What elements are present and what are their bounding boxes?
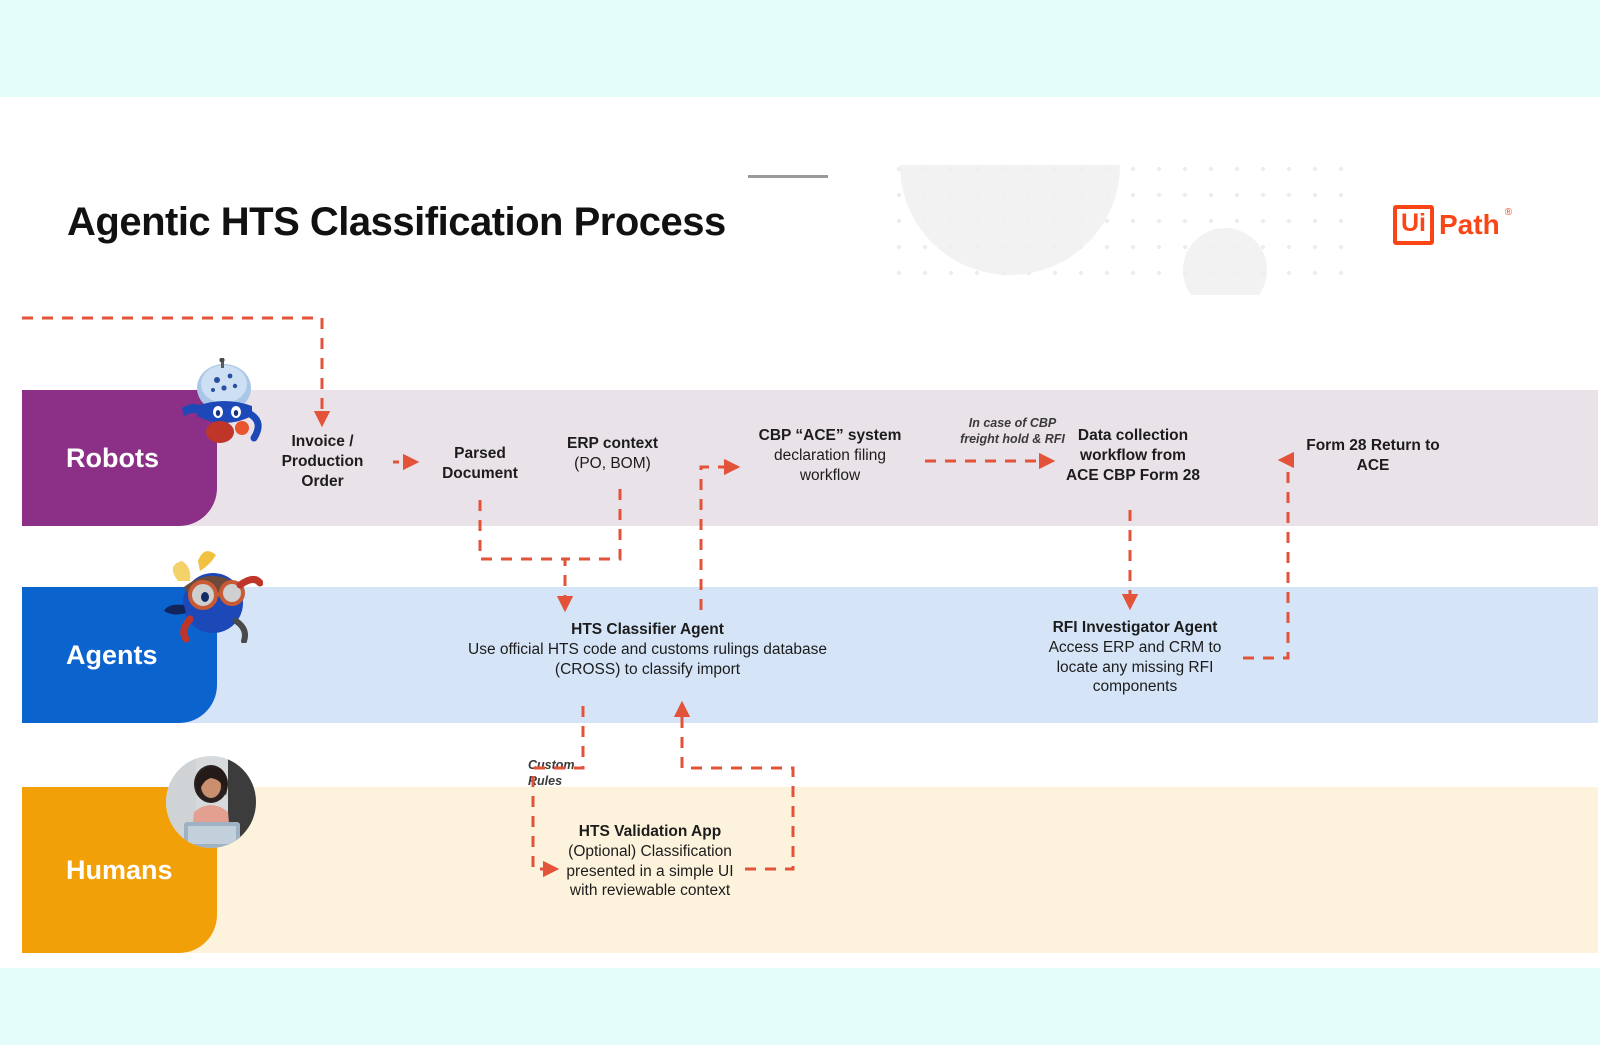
annotation-custom-rules: Custom Rules bbox=[528, 758, 598, 789]
annotation-custom-line2: Rules bbox=[528, 773, 563, 788]
logo-wordmark: Path bbox=[1439, 209, 1500, 240]
node-invoice-line1: Invoice / bbox=[291, 433, 354, 450]
node-parsed-line1: Parsed bbox=[454, 445, 506, 462]
node-rfi-title: RFI Investigator Agent bbox=[1052, 619, 1218, 636]
node-invoice-line2: Production bbox=[281, 452, 364, 470]
node-invoice-production-order: Invoice / Production Order bbox=[245, 432, 400, 491]
node-hts-classifier-title: HTS Classifier Agent bbox=[571, 621, 724, 638]
node-form28-line1: Form 28 Return to bbox=[1306, 437, 1440, 454]
logo-registered-mark: ® bbox=[1504, 207, 1513, 218]
annotation-cbp-freight-hold: In case of CBP freight hold & RFI bbox=[925, 416, 1100, 447]
node-hts-classifier-line2: (CROSS) to classify import bbox=[554, 660, 741, 678]
node-datacoll-line3: ACE CBP Form 28 bbox=[1065, 466, 1201, 484]
agent-mascot-icon bbox=[164, 551, 263, 643]
node-erp-line2: (PO, BOM) bbox=[574, 454, 651, 472]
node-datacoll-line1: Data collection bbox=[1077, 427, 1189, 444]
node-hts-classifier-agent: HTS Classifier Agent Use official HTS co… bbox=[440, 620, 855, 679]
node-cbp-ace-system: CBP “ACE” system declaration filing work… bbox=[735, 426, 925, 485]
node-parsed-line2: Document bbox=[442, 464, 518, 482]
human-avatar-photo bbox=[166, 756, 256, 848]
node-datacoll-line2: workflow from bbox=[1080, 446, 1186, 464]
annotation-custom-line1: Custom bbox=[528, 758, 575, 772]
bottom-accent-band bbox=[0, 968, 1600, 1045]
annotation-cbp-line2: freight hold & RFI bbox=[960, 431, 1065, 446]
node-validation-title: HTS Validation App bbox=[578, 823, 722, 840]
node-erp-line1: ERP context bbox=[566, 435, 659, 452]
node-parsed-document: Parsed Document bbox=[405, 444, 555, 484]
logo-mark: Ui bbox=[1393, 205, 1434, 245]
uipath-logo: Ui Path ® bbox=[1393, 205, 1512, 245]
node-form28-return-to-ace: Form 28 Return to ACE bbox=[1292, 436, 1454, 476]
node-rfi-line1: Access ERP and CRM to bbox=[1048, 638, 1222, 656]
node-hts-classifier-line1: Use official HTS code and customs ruling… bbox=[468, 640, 827, 658]
node-data-collection-workflow: Data collection workflow from ACE CBP Fo… bbox=[1043, 426, 1223, 485]
node-rfi-line3: components bbox=[1092, 678, 1178, 696]
node-rfi-investigator-agent: RFI Investigator Agent Access ERP and CR… bbox=[1035, 618, 1235, 697]
node-validation-line3: with reviewable context bbox=[569, 882, 731, 900]
title-divider-rule bbox=[748, 175, 828, 178]
node-hts-validation-app: HTS Validation App (Optional) Classifica… bbox=[560, 822, 740, 901]
node-ace-line2: declaration filing bbox=[773, 446, 886, 464]
lane-agents-band bbox=[22, 587, 1598, 723]
dotted-decoration-graphic bbox=[895, 165, 1365, 295]
node-form28-line2: ACE bbox=[1356, 456, 1390, 474]
lane-agents: Agents bbox=[22, 587, 1598, 723]
top-accent-band bbox=[0, 0, 1600, 97]
node-validation-line1: (Optional) Classification bbox=[568, 842, 732, 860]
node-erp-context: ERP context (PO, BOM) bbox=[535, 434, 690, 474]
page-title: Agentic HTS Classification Process bbox=[67, 200, 726, 244]
node-ace-line1: CBP “ACE” system bbox=[758, 427, 902, 444]
node-ace-line3: workflow bbox=[799, 466, 861, 484]
lane-humans-band bbox=[22, 787, 1598, 953]
node-invoice-line3: Order bbox=[301, 472, 344, 490]
node-rfi-line2: locate any missing RFI bbox=[1056, 658, 1214, 676]
node-validation-line2: presented in a simple UI bbox=[566, 862, 734, 880]
lane-humans: Humans bbox=[22, 787, 1598, 953]
annotation-cbp-line1: In case of CBP bbox=[968, 416, 1057, 430]
